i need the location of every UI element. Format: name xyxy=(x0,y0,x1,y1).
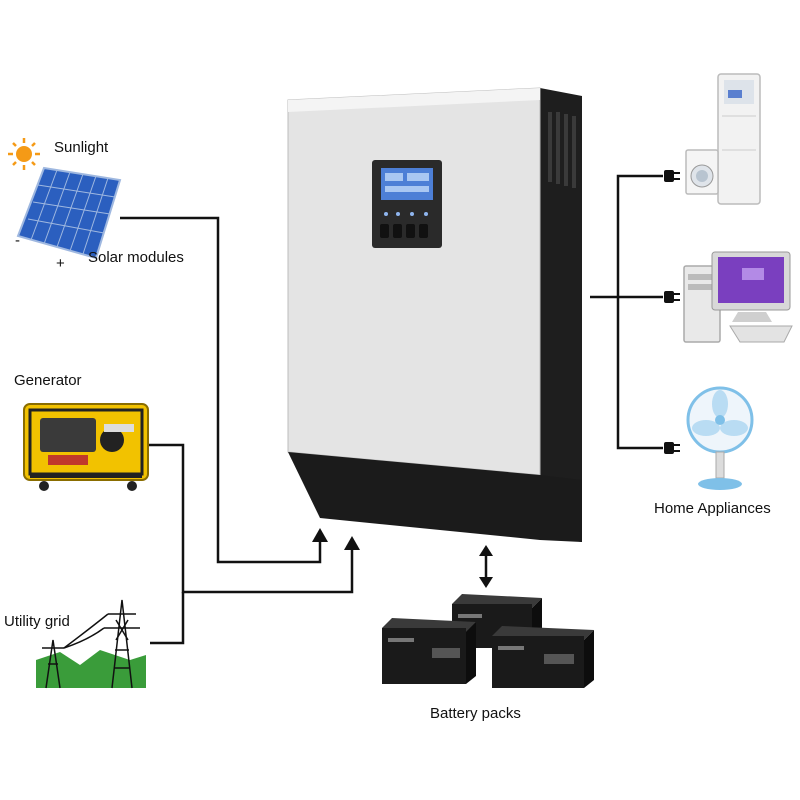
battery-packs xyxy=(382,594,594,688)
inverter-front xyxy=(287,87,541,476)
electric-fan-icon xyxy=(686,386,754,490)
generator-arrow xyxy=(344,536,360,550)
lcd-button[interactable] xyxy=(393,224,402,238)
solar-plus-label: + xyxy=(56,255,65,272)
grid-wire xyxy=(150,592,185,645)
inverter-bottom xyxy=(288,452,582,542)
appliance-bus xyxy=(616,174,663,450)
inverter-side xyxy=(540,88,582,542)
sun-icon xyxy=(8,138,40,170)
lcd-button[interactable] xyxy=(419,224,428,238)
air-conditioner-icon xyxy=(717,73,761,205)
inverter-top-highlight xyxy=(288,88,540,112)
utility-grid-icon xyxy=(36,599,146,689)
plug-icon xyxy=(664,442,680,454)
solar-minus-label: - xyxy=(15,232,20,249)
plug-icons xyxy=(664,170,680,454)
plug-icon xyxy=(664,291,680,303)
washing-machine-icon xyxy=(685,149,719,195)
battery-arrow-down xyxy=(479,577,493,588)
lcd-panel xyxy=(372,160,442,248)
lcd-button[interactable] xyxy=(380,224,389,238)
battery-arrow-up xyxy=(479,545,493,556)
solar-modules-label: Solar modules xyxy=(88,249,184,266)
plug-icon xyxy=(664,170,680,182)
sunlight-label: Sunlight xyxy=(54,139,109,156)
generator-icon xyxy=(23,403,149,491)
lcd-button[interactable] xyxy=(406,224,415,238)
solar-arrow xyxy=(312,528,328,542)
lcd-screen xyxy=(381,168,433,200)
utility-grid-label: Utility grid xyxy=(4,613,70,630)
battery-icon xyxy=(492,626,594,688)
connection-wires xyxy=(120,174,663,645)
inverter-vents xyxy=(548,112,576,188)
battery-icon xyxy=(382,618,476,684)
inverter-unit xyxy=(287,87,582,542)
home-appliances-label: Home Appliances xyxy=(654,500,771,517)
solar-wire xyxy=(120,216,322,564)
generator-label: Generator xyxy=(14,372,82,389)
battery-packs-label: Battery packs xyxy=(430,705,521,722)
desktop-computer-icon xyxy=(683,251,793,343)
solar-panel-icon xyxy=(16,166,122,260)
